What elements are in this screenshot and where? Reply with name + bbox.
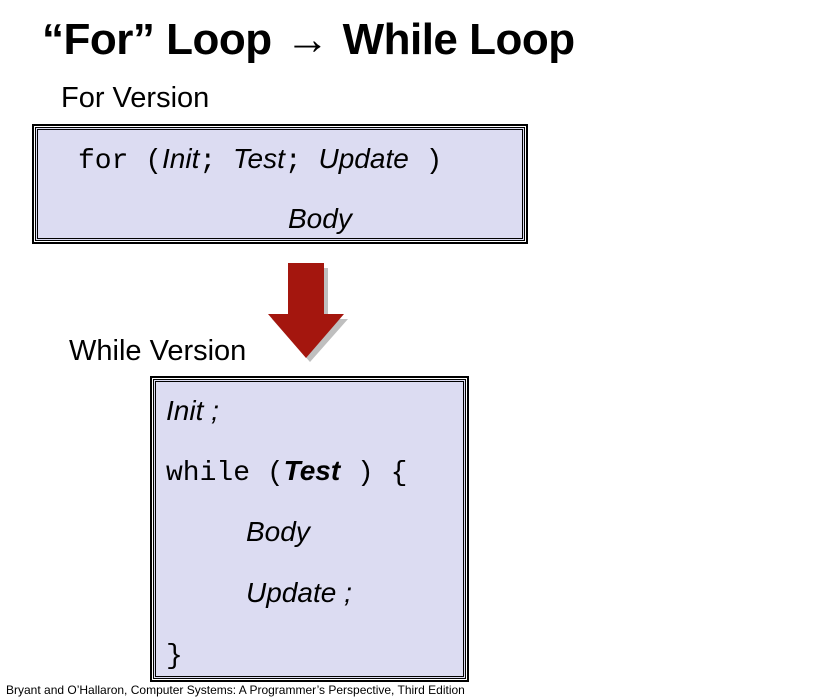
- while-test: Test: [283, 455, 341, 486]
- while-body: Body: [246, 516, 310, 547]
- title-right: While Loop: [342, 15, 576, 64]
- for-body-line: Body: [288, 202, 352, 236]
- for-update: Update: [318, 143, 409, 174]
- while-close-brace-line: }: [166, 637, 183, 674]
- while-close-brace: }: [166, 641, 183, 672]
- while-init-line: Init ;: [166, 394, 219, 428]
- for-init: Init: [162, 143, 200, 174]
- for-keyword: for: [78, 146, 129, 177]
- for-code-box: for (Init; Test; Update ) Body: [32, 124, 528, 244]
- while-init-semi: ;: [203, 395, 219, 426]
- while-close-paren: ) {: [340, 458, 408, 489]
- while-update-line: Update ;: [246, 576, 352, 610]
- right-arrow-icon: →: [285, 15, 329, 64]
- down-arrow-icon: [268, 263, 348, 362]
- while-update-semi: ;: [336, 577, 352, 608]
- for-test: Test: [233, 143, 285, 174]
- for-open-paren: (: [128, 146, 163, 177]
- while-keyword: while: [166, 458, 251, 489]
- for-sep1: ;: [199, 146, 233, 177]
- for-statement-line: for (Init; Test; Update ): [78, 142, 442, 179]
- footer-citation: Bryant and O’Hallaron, Computer Systems:…: [6, 683, 465, 697]
- for-sep2: ;: [284, 146, 319, 177]
- for-body: Body: [288, 203, 352, 234]
- while-update: Update: [246, 577, 337, 608]
- slide-title: “For” Loop → While Loop: [42, 10, 575, 70]
- while-body-line: Body: [246, 515, 310, 549]
- while-version-label: While Version: [69, 335, 247, 367]
- while-statement-line: while (Test ) {: [166, 454, 407, 491]
- while-open-paren: (: [250, 458, 284, 489]
- while-code-box: Init ; while (Test ) { Body Update ; }: [150, 376, 469, 682]
- for-close-paren: ): [408, 146, 443, 177]
- for-version-label: For Version: [61, 82, 210, 114]
- title-left: “For” Loop: [42, 15, 272, 64]
- while-init: Init: [166, 395, 204, 426]
